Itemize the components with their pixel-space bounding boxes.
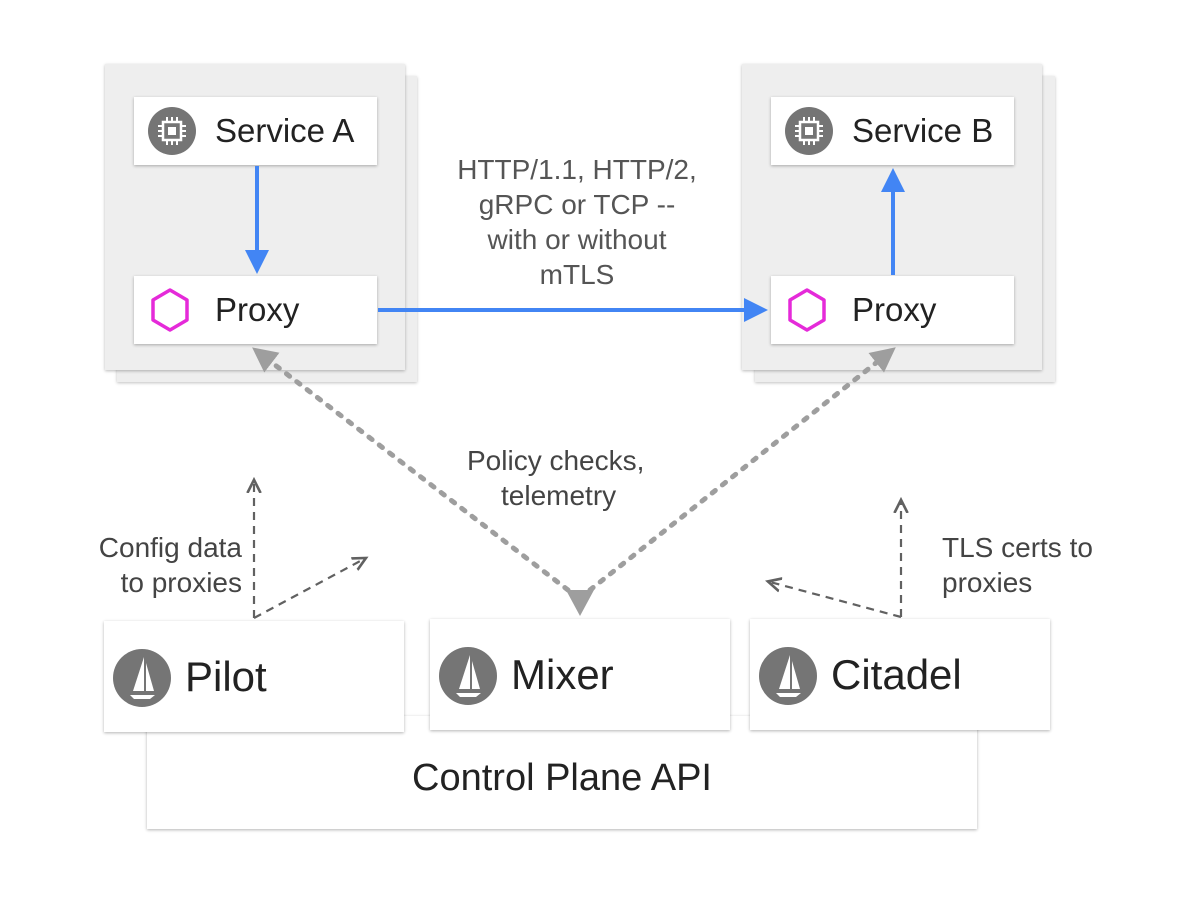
protocol-note-line-1: HTTP/1.1, HTTP/2, [457,154,697,185]
pilot-label: Pilot [185,653,267,700]
hexagon-icon [151,288,189,332]
proxy-b-label: Proxy [852,291,937,328]
citadel-label: Citadel [831,651,962,698]
protocol-note-line-2: gRPC or TCP -- [478,189,676,220]
chip-icon [148,107,196,155]
tls-note-line-1: TLS certs to [942,532,1093,563]
protocol-note-line-4: mTLS [539,259,615,290]
proxy-a-label: Proxy [215,291,300,328]
proxy-b-card: Proxy [771,276,1014,344]
proxy-a-card: Proxy [134,276,377,344]
mixer-label: Mixer [511,651,614,698]
citadel-card: Citadel [750,619,1050,730]
citadel-certs-diagonal-arrow [770,582,902,619]
policy-note: Policy checks, telemetry [467,443,644,513]
service-b-label: Service B [852,112,994,149]
config-note-line-1: Config data [98,532,242,563]
policy-note-line-2: telemetry [501,480,617,511]
mixer-dotted-arrowhead [566,590,594,616]
pilot-card: Pilot [104,621,404,732]
service-a-label: Service A [215,112,355,149]
protocol-note: HTTP/1.1, HTTP/2, gRPC or TCP -- with or… [427,152,727,292]
service-b-card: Service B [771,97,1014,165]
mixer-card: Mixer [430,619,730,730]
sailboat-icon [759,647,817,705]
config-note-line-2: to proxies [120,567,242,598]
control-plane-api-box: Control Plane API [147,716,977,829]
protocol-note-line-3: with or without [487,224,667,255]
tls-note: TLS certs to proxies [942,530,1093,600]
chip-icon [785,107,833,155]
hexagon-icon [788,288,826,332]
tls-note-line-2: proxies [942,567,1033,598]
sailboat-icon [439,647,497,705]
service-a-card: Service A [134,97,377,165]
pilot-config-diagonal-arrow [253,559,364,619]
policy-note-line-1: Policy checks, [467,445,645,476]
sailboat-icon [113,649,171,707]
config-note: Config data to proxies [78,530,242,600]
control-plane-api-label: Control Plane API [412,757,712,799]
